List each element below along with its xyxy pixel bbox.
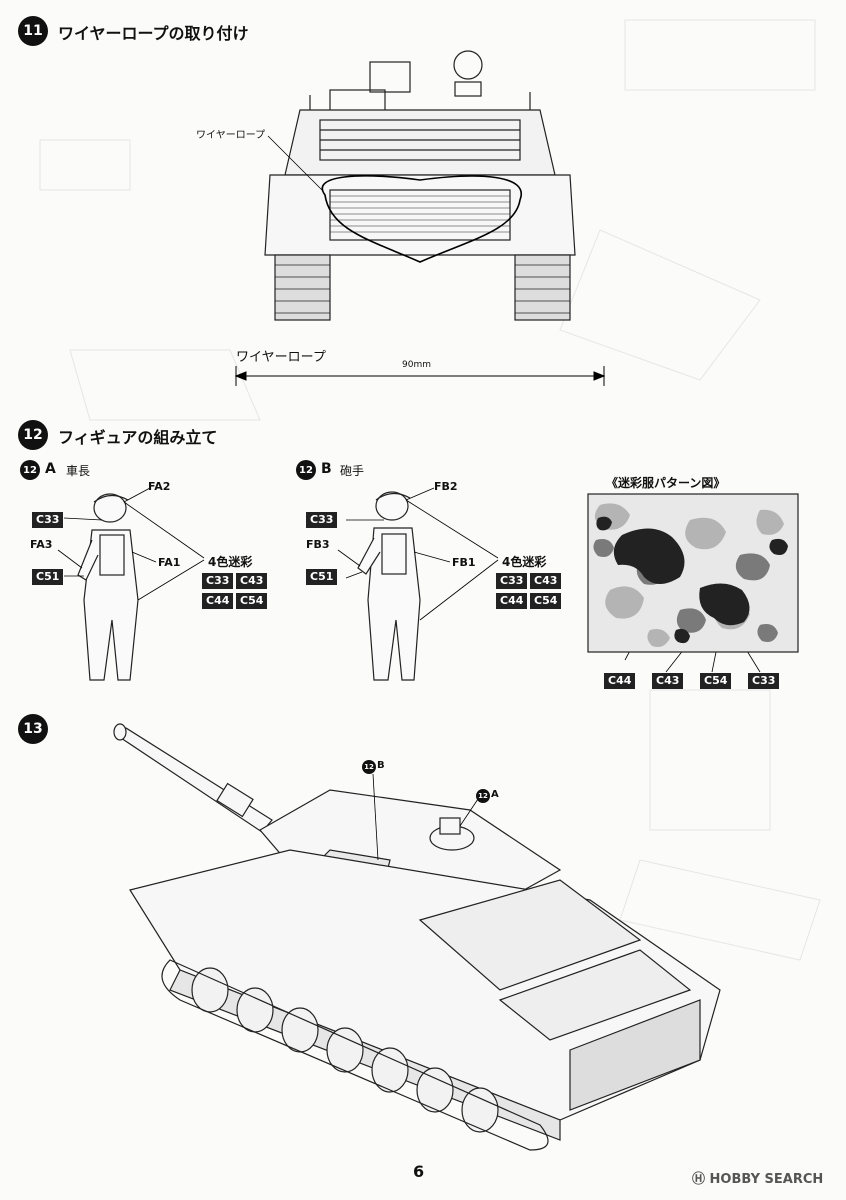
- fa-code-c51: C51: [32, 569, 64, 585]
- callout-12b-badge: 12: [362, 760, 376, 774]
- camo-pattern-title: 《迷彩服パターン図》: [606, 476, 726, 490]
- fb-camo-c43: C43: [530, 573, 562, 589]
- tank-front-view: [234, 50, 606, 386]
- pattern-code-c54: C54: [700, 673, 732, 689]
- step-12a-name: 車長: [66, 464, 91, 478]
- fb-camo-c44: C44: [496, 593, 528, 609]
- step-12a-letter: A: [45, 461, 56, 477]
- fa2-label: FA2: [148, 480, 171, 493]
- wire-rope-label: ワイヤーロープ: [236, 350, 326, 365]
- fa3-label: FA3: [30, 538, 53, 551]
- hobby-search-logo-icon: Ⓗ: [692, 1172, 710, 1187]
- fa-camo-label: 4色迷彩: [208, 555, 253, 569]
- page-number: 6: [413, 1162, 425, 1181]
- callout-12b-letter: B: [377, 760, 385, 771]
- step-12-badge: 12: [18, 420, 48, 450]
- step-11-title: ワイヤーロープの取り付け: [58, 24, 249, 43]
- fb-code-c51: C51: [306, 569, 338, 585]
- fb-camo-label: 4色迷彩: [502, 555, 547, 569]
- fb-code-c33: C33: [306, 512, 338, 528]
- step-11-badge: 11: [18, 16, 48, 46]
- step-12b-name: 砲手: [340, 464, 365, 478]
- step-12b-letter: B: [321, 461, 332, 477]
- callout-12a-letter: A: [491, 789, 499, 800]
- figure-a-drawing: [57, 487, 761, 681]
- pattern-code-c43: C43: [652, 673, 684, 689]
- fb2-label: FB2: [434, 480, 458, 493]
- wire-rope-length: 90mm: [402, 360, 431, 370]
- step-13-badge: 13: [18, 714, 48, 744]
- fa-camo-c44: C44: [202, 593, 234, 609]
- camo-pattern-swatch: [587, 493, 799, 653]
- step-12a-badge: 12: [20, 460, 40, 480]
- fb1-label: FB1: [452, 556, 476, 569]
- fa1-label: FA1: [158, 556, 181, 569]
- fa-camo-c33: C33: [202, 573, 234, 589]
- pattern-code-c33: C33: [748, 673, 780, 689]
- fb-camo-c33: C33: [496, 573, 528, 589]
- watermark-text: HOBBY SEARCH: [709, 1172, 824, 1187]
- fb3-label: FB3: [306, 538, 330, 551]
- fa-camo-c43: C43: [236, 573, 268, 589]
- step-12b-badge: 12: [296, 460, 316, 480]
- step-12-title: フィギュアの組み立て: [58, 428, 218, 447]
- wire-rope-callout: ワイヤーロープ: [196, 130, 266, 141]
- fa-camo-c54: C54: [236, 593, 268, 609]
- fb-camo-c54: C54: [530, 593, 562, 609]
- hobby-search-watermark: Ⓗ HOBBY SEARCH: [692, 1168, 823, 1187]
- pattern-code-c44: C44: [604, 673, 636, 689]
- fa-code-c33: C33: [32, 512, 64, 528]
- callout-12a-badge: 12: [476, 789, 490, 803]
